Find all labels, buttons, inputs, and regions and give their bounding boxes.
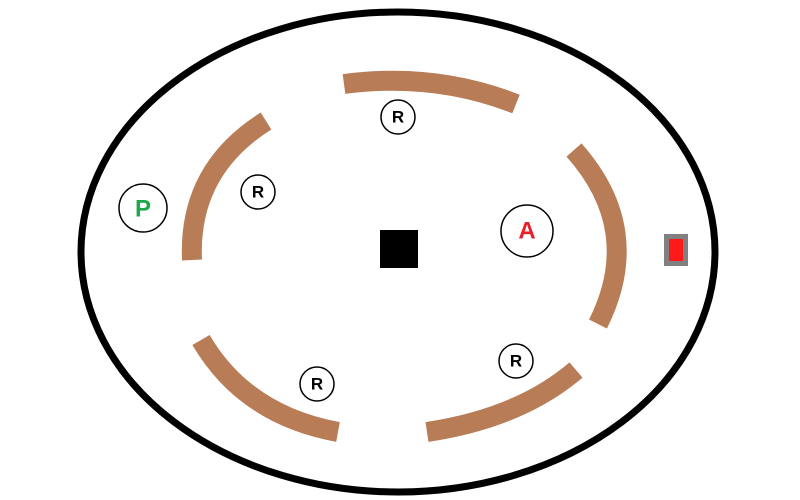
robot-circle xyxy=(240,174,276,210)
player-circle xyxy=(118,183,168,233)
wall-left xyxy=(181,112,272,261)
exit-door[interactable] xyxy=(664,234,688,266)
robot-token[interactable]: R xyxy=(498,343,534,379)
player-token[interactable]: P xyxy=(118,183,168,233)
agent-label: A xyxy=(518,218,535,245)
robot-circle xyxy=(498,343,534,379)
wall-top xyxy=(342,70,520,114)
robot-circle xyxy=(299,366,335,402)
wall-segments xyxy=(181,70,627,442)
exit-fill xyxy=(669,239,683,261)
robot-label: R xyxy=(252,183,264,202)
agent-circle xyxy=(500,204,554,258)
robot-label: R xyxy=(311,375,323,394)
robot-token[interactable]: R xyxy=(380,99,416,135)
robot-token[interactable]: R xyxy=(240,174,276,210)
wall-right xyxy=(566,143,627,329)
agent-token[interactable]: A xyxy=(500,204,554,258)
robot-token[interactable]: R xyxy=(299,366,335,402)
center-block xyxy=(380,230,418,268)
wall-bottom-right xyxy=(425,362,583,442)
player-label: P xyxy=(135,196,151,223)
robot-label: R xyxy=(392,108,404,127)
robot-circle xyxy=(380,99,416,135)
robot-label: R xyxy=(510,352,522,371)
wall-bottom-left xyxy=(192,334,340,442)
